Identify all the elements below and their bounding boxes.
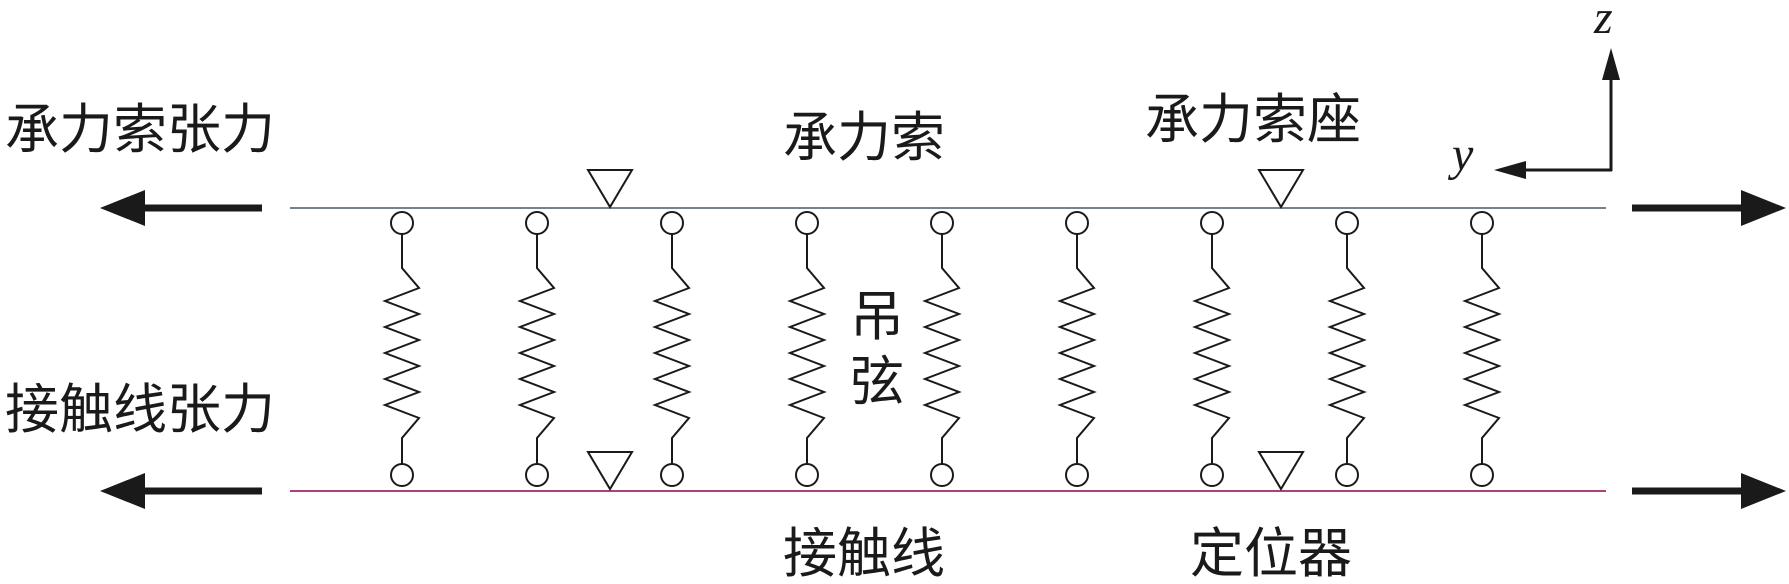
dropper-9 [1462, 211, 1502, 487]
z-axis-arrowhead [1602, 48, 1620, 80]
messenger-tension-left-arrow [100, 190, 262, 226]
dropper-5 [922, 211, 962, 487]
dropper-bottom-clamp [795, 463, 819, 487]
dropper-top-clamp [930, 211, 954, 235]
dropper-spring [652, 234, 692, 464]
coordinate-axes [1494, 48, 1620, 179]
contact-tension-left-arrow [100, 473, 262, 509]
dropper-6 [1057, 211, 1097, 487]
dropper-4 [787, 211, 827, 487]
axis-y-label: y [1447, 128, 1474, 181]
dropper-spring [517, 234, 557, 464]
dropper-spring [1192, 234, 1232, 464]
messenger-wire-label: 承力索 [783, 106, 945, 169]
dropper-bottom-clamp [660, 463, 684, 487]
messenger-tension-right-arrow [1632, 190, 1786, 226]
dropper-spring [1057, 234, 1097, 464]
axis-z-label: z [1593, 0, 1613, 44]
droppers-group [382, 211, 1502, 487]
dropper-spring [787, 234, 827, 464]
messenger-tension-label: 承力索张力 [5, 98, 275, 161]
contact-tension-label: 接触线张力 [5, 378, 275, 441]
y-axis-arrowhead [1494, 161, 1526, 179]
dropper-bottom-clamp [1200, 463, 1224, 487]
dropper-7 [1192, 211, 1232, 487]
dropper-top-clamp [1335, 211, 1359, 235]
dropper-bottom-clamp [1065, 463, 1089, 487]
dropper-top-clamp [390, 211, 414, 235]
messenger-support-label: 承力索座 [1145, 88, 1361, 151]
messenger-support-triangle-2 [1257, 169, 1305, 209]
dropper-label-line2: 弦 [850, 350, 904, 413]
dropper-top-clamp [660, 211, 684, 235]
dropper-top-clamp [1200, 211, 1224, 235]
dropper-bottom-clamp [1470, 463, 1494, 487]
dropper-spring [1462, 234, 1502, 464]
dropper-top-clamp [525, 211, 549, 235]
dropper-bottom-clamp [930, 463, 954, 487]
steady-arm-triangle-1 [586, 451, 634, 491]
dropper-spring [382, 234, 422, 464]
contact-wire-label: 接触线 [783, 522, 945, 584]
messenger-support-triangle-1 [586, 169, 634, 209]
dropper-bottom-clamp [525, 463, 549, 487]
dropper-2 [517, 211, 557, 487]
dropper-1 [382, 211, 422, 487]
dropper-8 [1327, 211, 1367, 487]
dropper-top-clamp [795, 211, 819, 235]
dropper-spring [1327, 234, 1367, 464]
contact-tension-right-arrow [1632, 473, 1786, 509]
steady-arm-triangle-2 [1257, 451, 1305, 491]
dropper-top-clamp [1470, 211, 1494, 235]
dropper-3 [652, 211, 692, 487]
dropper-bottom-clamp [390, 463, 414, 487]
dropper-top-clamp [1065, 211, 1089, 235]
dropper-spring [922, 234, 962, 464]
dropper-bottom-clamp [1335, 463, 1359, 487]
dropper-label-line1: 吊 [850, 285, 904, 348]
steady-arm-label: 定位器 [1190, 522, 1352, 584]
